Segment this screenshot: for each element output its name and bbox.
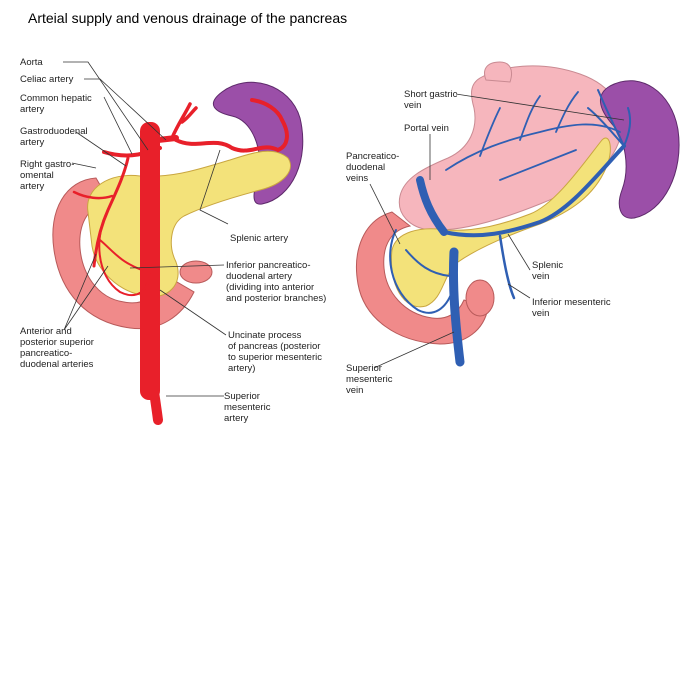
- label-line: duodenal: [346, 162, 385, 173]
- label-line: posterior superior: [20, 337, 94, 348]
- pancreaticoduodenal-veins-vessel: [389, 229, 453, 314]
- duodenum-left: [52, 177, 195, 330]
- pylorus-left: [179, 260, 213, 284]
- label-line: Inferior pancreatico-: [226, 260, 310, 271]
- common-hepatic-vessel: [102, 146, 162, 158]
- label-line: mesenteric: [224, 402, 271, 413]
- label-line: of pancreas (posterior: [228, 341, 320, 352]
- splenic-artery-vessel: [174, 98, 289, 153]
- label-line: Common hepatic: [20, 93, 92, 104]
- leader-right-gastro-omental: [71, 162, 97, 169]
- label-line: veins: [346, 173, 368, 184]
- label-line: artery: [20, 137, 45, 148]
- label-line: artery: [20, 104, 45, 115]
- label-line: Gastroduodenal: [20, 126, 88, 137]
- label-portal: Portal vein: [404, 123, 449, 134]
- leader-uncinate: [159, 289, 227, 336]
- label-line: Portal vein: [404, 123, 449, 134]
- left-gastric-artery: [170, 102, 198, 140]
- label-line: (dividing into anterior: [226, 282, 314, 293]
- label-line: duodenal arteries: [20, 359, 94, 370]
- label-line: Celiac artery: [20, 74, 74, 85]
- gastric-venous-network: [445, 91, 621, 181]
- label-line: Short gastric: [404, 89, 458, 100]
- smv-vessel: [448, 247, 465, 367]
- label-line: vein: [346, 385, 363, 396]
- leader-aorta: [63, 61, 149, 151]
- sma-vessel: [143, 253, 163, 425]
- right-gastro-omental-vessel: [72, 190, 114, 200]
- label-line: Splenic artery: [230, 233, 288, 244]
- spleen-right: [600, 80, 680, 219]
- label-line: mesenteric: [346, 374, 393, 385]
- leader-common-hepatic: [103, 96, 133, 155]
- label-line: artery): [228, 363, 255, 374]
- label-line: artery: [224, 413, 249, 424]
- page-title: Arteial supply and venous drainage of th…: [28, 10, 348, 26]
- label-celiac: Celiac artery: [20, 74, 74, 85]
- label-line: Anterior and: [20, 326, 72, 337]
- esophagus: [484, 61, 513, 83]
- leader-short-gastric: [455, 93, 625, 121]
- leader-splenic-artery: [199, 149, 229, 225]
- portal-vein-vessel: [416, 176, 448, 236]
- label-line: and posterior branches): [226, 293, 326, 304]
- label-line: artery: [20, 181, 45, 192]
- label-line: Right gastro-: [20, 159, 74, 170]
- label-line: Superior: [224, 391, 260, 402]
- label-line: Pancreatico-: [346, 151, 399, 162]
- splenic-vein-vessel: [442, 144, 626, 238]
- label-line: omental: [20, 170, 54, 181]
- leader-inferior-mesenteric: [507, 283, 531, 299]
- leader-splenic-vein: [507, 233, 531, 271]
- short-gastric-veins: [587, 89, 632, 147]
- label-line: Splenic: [532, 260, 563, 271]
- label-line: vein: [532, 308, 549, 319]
- leader-inferior-pd: [129, 264, 225, 269]
- leader-anterior-posterior: [63, 253, 109, 331]
- label-line: Uncinate process: [228, 330, 302, 341]
- label-line: to superior mesenteric: [228, 352, 322, 363]
- label-aorta: Aorta: [20, 57, 43, 68]
- label-line: Superior: [346, 363, 382, 374]
- label-line: Aorta: [20, 57, 43, 68]
- leader-celiac: [84, 78, 167, 141]
- label-splenic-artery: Splenic artery: [230, 233, 288, 244]
- label-line: Inferior mesenteric: [532, 297, 611, 308]
- label-line: duodenal artery: [226, 271, 292, 282]
- label-line: vein: [532, 271, 549, 282]
- leader-pd-veins: [369, 183, 401, 245]
- inferior-mesenteric-vessel: [498, 234, 516, 300]
- bowel-loop-right: [465, 279, 495, 317]
- label-inferior-pancreaticoduodenal: Inferior pancreatico-duodenal artery(div…: [226, 260, 326, 304]
- label-line: vein: [404, 100, 421, 111]
- leader-gastroduodenal: [75, 131, 127, 167]
- leader-smv: [373, 331, 455, 369]
- label-line: pancreatico-: [20, 348, 72, 359]
